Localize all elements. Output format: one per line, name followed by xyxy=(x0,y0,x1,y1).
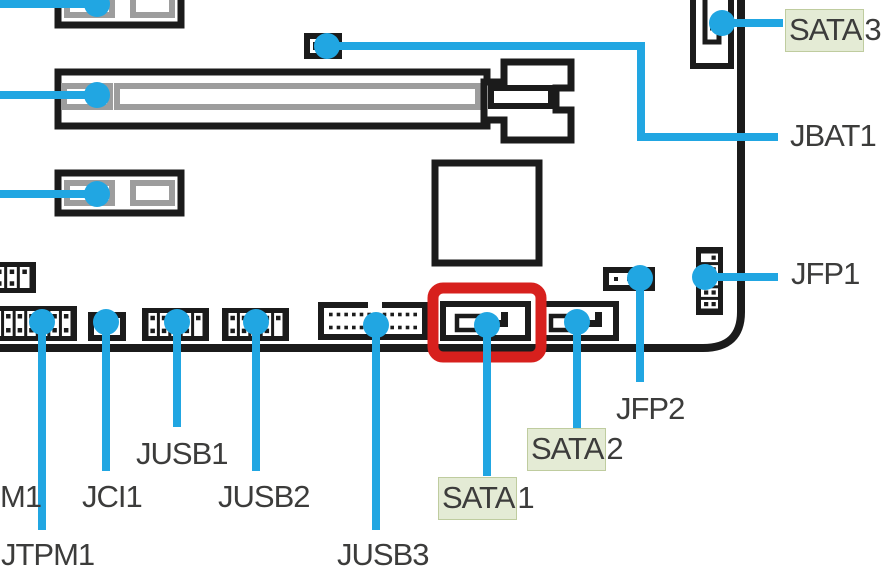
label-jfp2: JFP2 xyxy=(616,391,685,426)
pcie-x16-slot xyxy=(54,58,575,144)
callout-slot-top xyxy=(0,0,110,17)
callout-jusb2 xyxy=(243,309,269,471)
label-jbat1: JBAT1 xyxy=(790,118,877,153)
sata1-highlight: SATA xyxy=(438,477,518,520)
callout-jusb1 xyxy=(164,309,190,427)
label-m1-partial: M1 xyxy=(0,479,42,514)
label-sata3: SATA3 xyxy=(785,9,882,52)
callout-pcie-x16 xyxy=(0,82,110,108)
label-sata2: SATA2 xyxy=(527,428,624,471)
header-cut-left xyxy=(0,262,36,293)
callout-sata1 xyxy=(474,312,500,476)
sata2-highlight: SATA xyxy=(527,428,607,471)
chipset xyxy=(431,159,543,267)
callout-jci1 xyxy=(93,309,119,471)
sata3-highlight: SATA xyxy=(785,9,865,52)
callout-jtpm1 xyxy=(29,309,55,530)
callout-jbat1 xyxy=(314,33,778,141)
callout-pcie-x1 xyxy=(0,181,110,207)
sata1-connector xyxy=(440,301,531,341)
callout-sata2 xyxy=(564,309,590,428)
label-jfp1: JFP1 xyxy=(791,256,860,291)
callouts xyxy=(0,0,783,530)
callout-sata3 xyxy=(709,10,783,36)
label-sata1: SATA1 xyxy=(438,477,535,520)
label-jusb1: JUSB1 xyxy=(136,436,228,471)
label-jusb2: JUSB2 xyxy=(218,479,310,514)
board-edge xyxy=(0,0,745,352)
callout-jfp2 xyxy=(627,265,653,382)
label-jci1: JCI1 xyxy=(82,479,143,514)
callout-jusb3 xyxy=(363,312,389,530)
label-jtpm1: JTPM1 xyxy=(1,537,95,572)
callout-jfp1 xyxy=(692,264,778,290)
label-jusb3: JUSB3 xyxy=(337,537,429,572)
